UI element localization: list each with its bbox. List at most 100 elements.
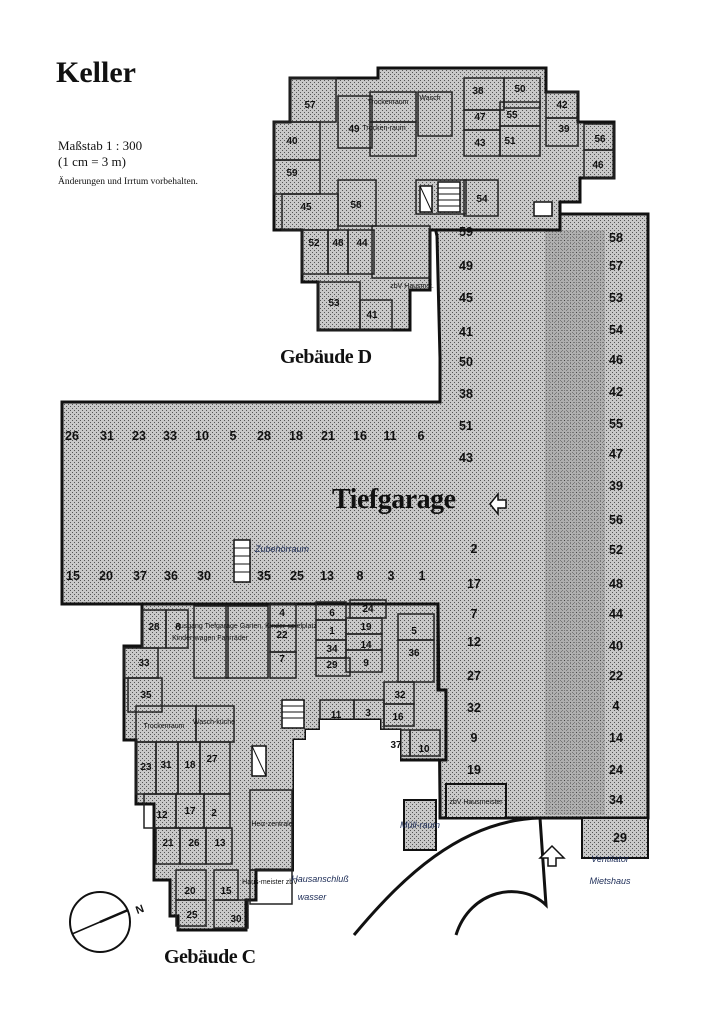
cellar-number: 58: [350, 200, 362, 211]
parking-space-number: 50: [459, 355, 473, 369]
parking-space-number: 41: [459, 325, 473, 339]
scale-note: Maßstab 1 : 300 (1 cm = 3 m): [58, 138, 142, 170]
parking-space-number: 45: [459, 291, 473, 305]
parking-space-number: 3: [388, 569, 395, 583]
parking-space-number: 49: [459, 259, 473, 273]
cellar-number: 23: [140, 762, 152, 773]
cellar-number: 6: [329, 608, 335, 619]
cellar-number: 18: [184, 760, 196, 771]
cellar-number: 28: [148, 622, 160, 633]
garage-ramp: [352, 816, 548, 936]
cellar-number: 26: [188, 838, 200, 849]
parking-space-number: 47: [609, 447, 623, 461]
parking-space-number: 54: [609, 323, 623, 337]
cellar-number: 20: [184, 886, 196, 897]
cellar-number: 29: [613, 831, 627, 845]
cellar-number: 17: [184, 806, 196, 817]
compass: [69, 891, 131, 953]
parking-space-number: 2: [471, 542, 478, 556]
parking-space-number: 5: [230, 429, 237, 443]
building-c-room-walls: [123, 599, 441, 929]
parking-space-number: 42: [609, 385, 623, 399]
cellar-number: 34: [326, 644, 338, 655]
parking-space-number: 59: [459, 225, 473, 239]
cellar-number: 52: [308, 238, 320, 249]
cellar-number: 40: [286, 136, 298, 147]
parking-space-number: 24: [609, 763, 623, 777]
cellar-number: 19: [360, 622, 372, 633]
room-label: Wasch-küche: [193, 719, 235, 726]
cellar-number: 56: [594, 134, 606, 145]
garage-entry-arrow: [489, 491, 507, 517]
parking-space-number: 16: [353, 429, 367, 443]
cellar-number: 21: [162, 838, 174, 849]
parking-space-number: 32: [467, 701, 481, 715]
building-d-room-walls: [273, 77, 615, 331]
parking-space-number: 18: [289, 429, 303, 443]
parking-space-number: 40: [609, 639, 623, 653]
parking-space-number: 13: [320, 569, 334, 583]
parking-space-number: 57: [609, 259, 623, 273]
parking-space-number: 10: [195, 429, 209, 443]
cellar-number: 54: [476, 194, 488, 205]
cellar-number: 37: [390, 740, 402, 751]
parking-space-number: 38: [459, 387, 473, 401]
building-c-stairs: [233, 539, 305, 777]
parking-space-number: 26: [65, 429, 79, 443]
parking-space-number: 56: [609, 513, 623, 527]
cellar-number: 35: [140, 690, 152, 701]
parking-space-number: 39: [609, 479, 623, 493]
cellar-number: 38: [472, 86, 484, 97]
cellar-number: 45: [300, 202, 312, 213]
cellar-number: 3: [365, 708, 371, 719]
parking-space-number: 4: [613, 699, 620, 713]
courtyard: [294, 720, 400, 880]
parking-space-number: 27: [467, 669, 481, 683]
parking-space-number: 37: [133, 569, 147, 583]
garage-dark-lane: [545, 230, 605, 815]
parking-space-number: 12: [467, 635, 481, 649]
parking-space-number: 55: [609, 417, 623, 431]
handwritten-note: Zubehörraum: [254, 544, 310, 554]
cellar-number: 55: [506, 110, 518, 121]
parking-space-number: 23: [132, 429, 146, 443]
parking-space-number: 53: [609, 291, 623, 305]
room-label: Haus-meister zbV: [242, 879, 298, 886]
cellar-number: 33: [138, 658, 150, 669]
cellar-number: 51: [504, 136, 516, 147]
room-label: Kinder-wagen Fahrräder: [172, 635, 249, 642]
parking-space-number: 15: [66, 569, 80, 583]
handwritten-note: Mietshaus: [589, 876, 631, 886]
parking-space-number: 51: [459, 419, 473, 433]
cellar-number: 27: [206, 754, 218, 765]
parking-space-number: 25: [290, 569, 304, 583]
cellar-number: 49: [348, 124, 360, 135]
parking-space-number: 9: [471, 731, 478, 745]
parking-space-number: 17: [467, 577, 481, 591]
muell-raum: [403, 799, 437, 851]
cellar-number: 9: [363, 658, 369, 669]
cellar-number: 44: [356, 238, 368, 249]
parking-space-number: 14: [609, 731, 623, 745]
room-label: Ausgang Tiefgarage Garten, Kinder-spielp…: [175, 623, 317, 630]
cellar-number: 59: [286, 168, 298, 179]
scale-line-1: Maßstab 1 : 300: [58, 138, 143, 153]
parking-space-number: 22: [609, 669, 623, 683]
room-label: Trockenraum: [368, 99, 409, 106]
cellar-number: 1: [329, 626, 335, 637]
cellar-number: 14: [360, 640, 372, 651]
handwritten-note: Ventilator: [591, 854, 630, 864]
parking-space-number: 8: [357, 569, 364, 583]
cellar-number: 57: [304, 100, 316, 111]
parking-space-number: 58: [609, 231, 623, 245]
page-title: Keller: [56, 56, 136, 89]
cellar-number: 31: [160, 760, 172, 771]
building-c-label: Gebäude C: [164, 946, 256, 968]
cellar-number: 42: [556, 100, 568, 111]
parking-space-number: 20: [99, 569, 113, 583]
cellar-number: 48: [332, 238, 344, 249]
cellar-number: 10: [418, 744, 430, 755]
parking-space-number: 7: [471, 607, 478, 621]
